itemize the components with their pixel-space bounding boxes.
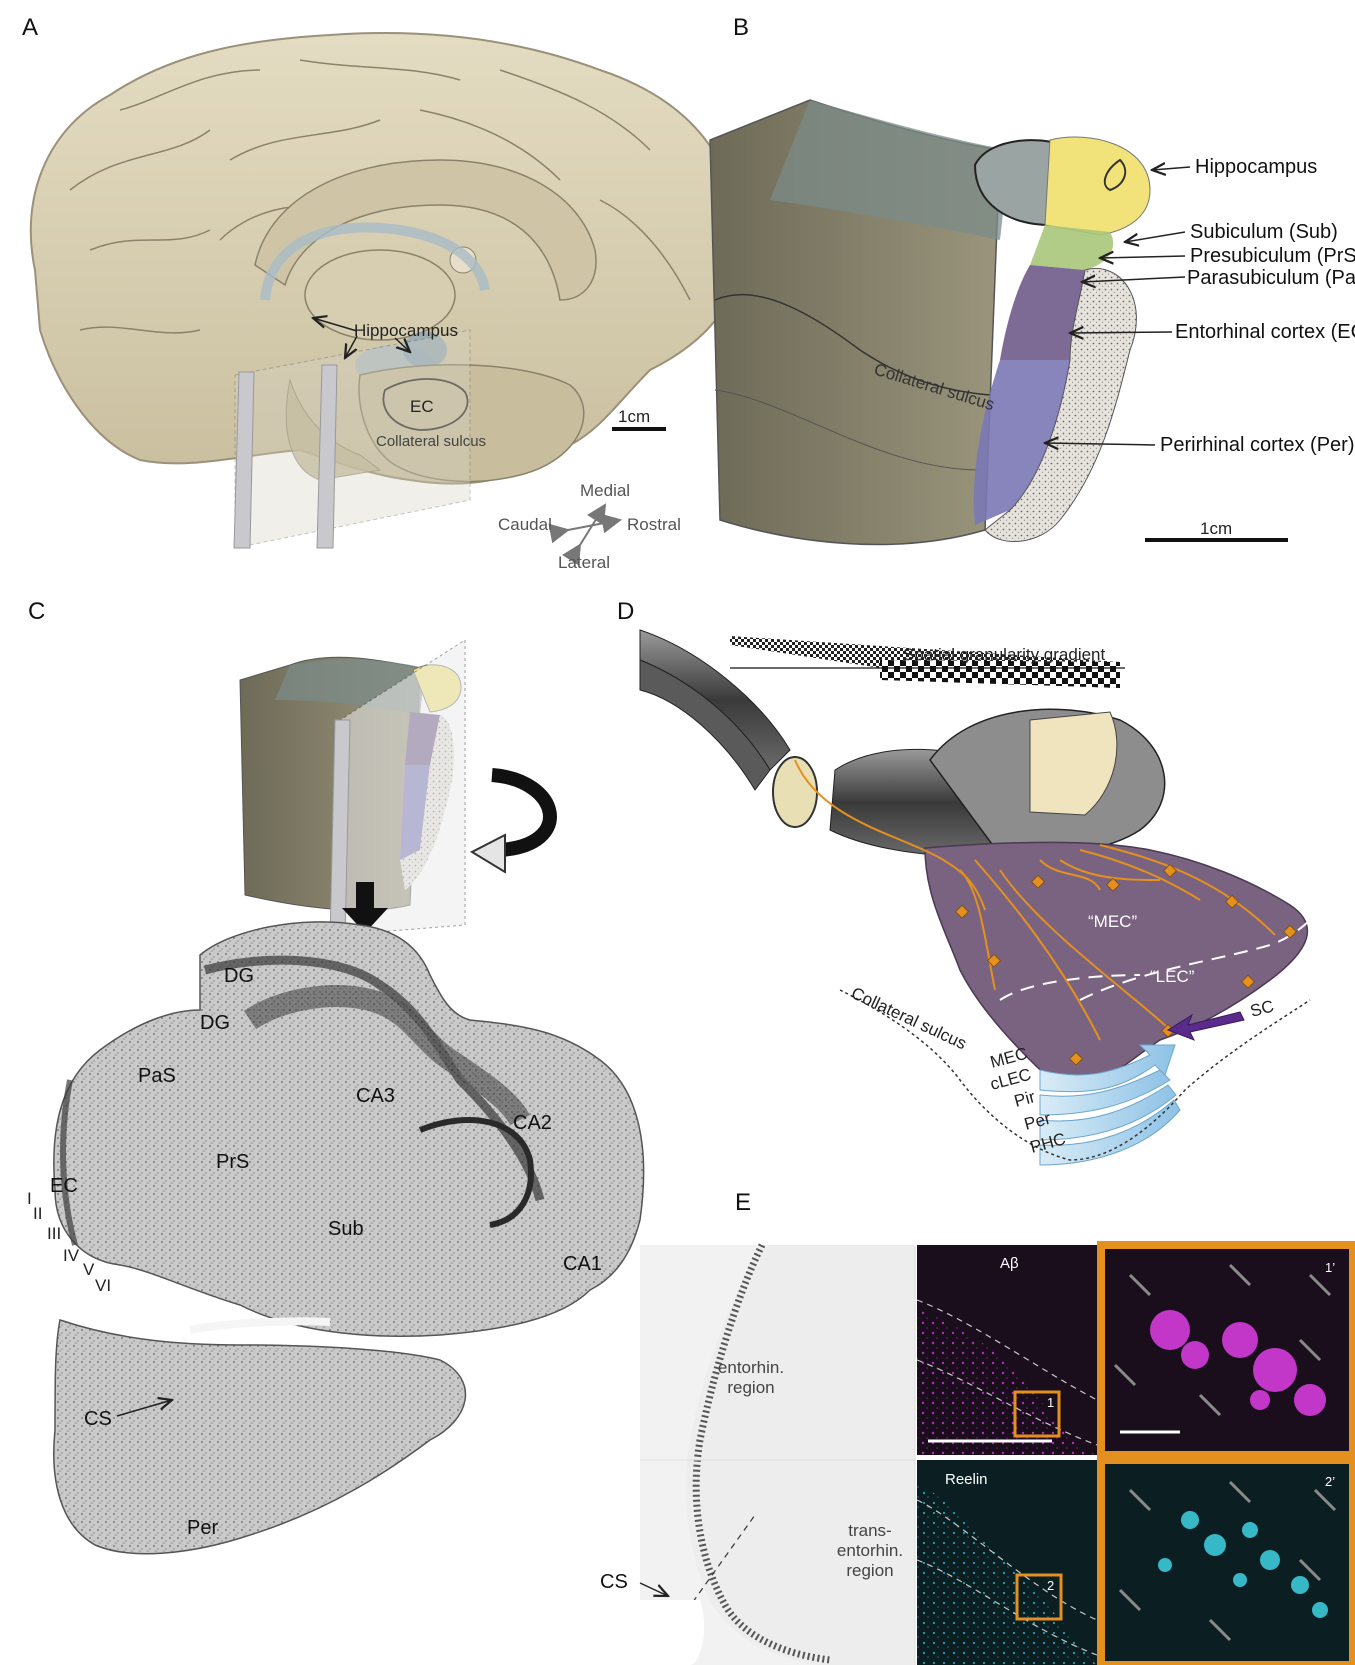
label-b-hippocampus: Hippocampus [1195,156,1317,178]
panel-b-block [710,100,1190,544]
label-d-lec: “LEC” [1150,967,1195,986]
region-hippocampus-b [1045,137,1150,235]
label-c-sub: Sub [328,1218,364,1240]
label-e-trans-line3: region [846,1561,893,1580]
orientation-medial: Medial [580,481,630,500]
label-c-ca1: CA1 [563,1253,602,1275]
panel-e-abeta-inset [1101,1245,1353,1455]
label-d-input-pir: Pir [1012,1087,1037,1111]
panel-e-reelin-inset [1101,1460,1353,1665]
label-c-per: Per [187,1517,218,1539]
panel-e-abeta-image [917,1245,1097,1455]
label-e-entorhin-line1: entorhin. [718,1358,784,1377]
label-b-parasubiculum: Parasubiculum (PaS) [1187,267,1355,289]
panel-a-brain [31,33,740,548]
orientation-compass [568,505,620,545]
label-c-layer-vi: VI [95,1276,111,1295]
panel-e-reelin-image [917,1460,1097,1665]
label-c-layer-iv: IV [63,1246,80,1265]
label-c-ec: EC [50,1175,78,1197]
orientation-lateral: Lateral [558,553,610,572]
label-c-ca3: CA3 [356,1085,395,1107]
label-e-trans-line1: trans- [848,1521,891,1540]
label-e-entorhin-line2: region [727,1378,774,1397]
label-c-layer-i: I [27,1189,32,1208]
label-e-trans-line2: entorhin. [837,1541,903,1560]
label-d-sc: SC [1248,996,1276,1020]
label-c-layer-iii: III [47,1224,61,1243]
label-e-box2: 2 [1047,1578,1054,1593]
label-c-dg-2: DG [200,1012,230,1034]
orientation-rostral: Rostral [627,515,681,534]
label-c-dg-1: DG [224,965,254,987]
label-b-presubiculum: Presubiculum (PrS) [1190,245,1355,267]
label-c-ca2: CA2 [513,1112,552,1134]
panel-c-block-thumbnail [240,640,550,940]
label-c-layer-ii: II [33,1204,42,1223]
orientation-caudal: Caudal [498,515,552,534]
label-e-box1: 1 [1047,1395,1054,1410]
label-c-layer-v: V [83,1260,95,1279]
label-e-inset1: 1’ [1325,1260,1335,1275]
label-e-cs: CS [600,1571,628,1593]
label-a-collateral-sulcus: Collateral sulcus [376,433,486,450]
label-c-pas: PaS [138,1065,176,1087]
label-b-subiculum: Subiculum (Sub) [1190,221,1338,243]
label-e-abeta: Aβ [1000,1255,1019,1272]
scale-label-a: 1cm [618,407,650,426]
label-b-perirhinal: Perirhinal cortex (Per) [1160,434,1355,456]
label-d-mec: “MEC” [1088,912,1137,931]
label-a-ec: EC [410,397,434,416]
label-e-inset2: 2’ [1325,1474,1335,1489]
label-d-collateral-sulcus: Collateral sulcus [848,983,969,1053]
label-e-reelin: Reelin [945,1471,988,1488]
scale-label-b: 1cm [1200,519,1232,538]
label-b-entorhinal: Entorhinal cortex (EC) [1175,321,1355,343]
label-a-hippocampus: Hippocampus [354,321,458,340]
panel-e-histology [640,1245,915,1665]
label-d-gradient: Spatial granularity gradient [903,645,1106,664]
label-c-prs: PrS [216,1151,249,1173]
label-c-cs: CS [84,1408,112,1430]
